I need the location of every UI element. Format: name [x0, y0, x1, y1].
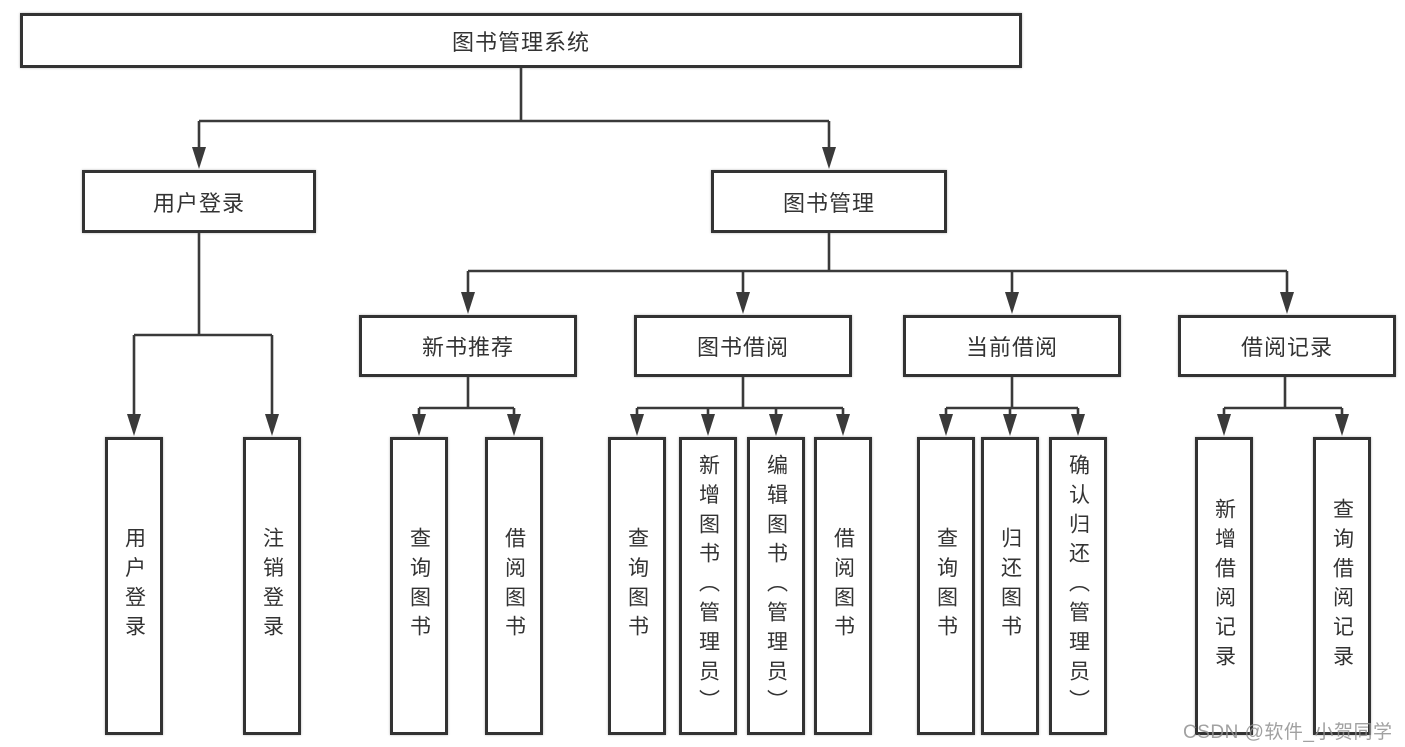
leaf-borrow-books-1-label: 借阅图书 — [502, 527, 526, 645]
node-current-borrow: 当前借阅 — [903, 315, 1121, 377]
leaf-edit-books-admin-label: 编辑图书（管理员） — [764, 453, 788, 719]
node-borrow-records-label: 借阅记录 — [1240, 335, 1333, 360]
node-user-login: 用户登录 — [82, 170, 316, 233]
leaf-return-books-label: 归还图书 — [998, 527, 1022, 645]
csdn-watermark: CSDN @软件_小贺同学 — [1183, 722, 1393, 743]
leaf-query-books-1: 查询图书 — [390, 437, 448, 735]
leaf-return-books: 归还图书 — [981, 437, 1039, 735]
leaf-query-books-2: 查询图书 — [608, 437, 666, 735]
leaf-add-borrow-record-label: 新增借阅记录 — [1212, 497, 1236, 675]
node-current-borrow-label: 当前借阅 — [965, 335, 1058, 360]
leaf-add-books-admin: 新增图书（管理员） — [679, 437, 737, 735]
leaf-user-login: 用户登录 — [105, 437, 163, 735]
leaf-query-borrow-record: 查询借阅记录 — [1313, 437, 1371, 735]
node-borrow-records: 借阅记录 — [1178, 315, 1396, 377]
leaf-logout-label: 注销登录 — [260, 527, 284, 645]
node-user-login-label: 用户登录 — [152, 190, 245, 216]
node-book-borrow-label: 图书借阅 — [696, 335, 789, 360]
leaf-confirm-return-admin: 确认归还（管理员） — [1049, 437, 1107, 735]
leaf-borrow-books-1: 借阅图书 — [485, 437, 543, 735]
leaf-query-books-2-label: 查询图书 — [625, 527, 649, 645]
node-new-book-recommend-label: 新书推荐 — [421, 335, 514, 360]
node-book-management: 图书管理 — [711, 170, 947, 233]
leaf-borrow-books-2-label: 借阅图书 — [831, 527, 855, 645]
leaf-edit-books-admin: 编辑图书（管理员） — [747, 437, 805, 735]
node-book-borrow: 图书借阅 — [634, 315, 852, 377]
node-book-management-label: 图书管理 — [782, 190, 875, 216]
node-root-library-system: 图书管理系统 — [20, 13, 1022, 68]
leaf-logout: 注销登录 — [243, 437, 301, 735]
leaf-borrow-books-2: 借阅图书 — [814, 437, 872, 735]
leaf-query-books-3: 查询图书 — [917, 437, 975, 735]
leaf-add-books-admin-label: 新增图书（管理员） — [696, 453, 720, 719]
leaf-query-books-1-label: 查询图书 — [407, 527, 431, 645]
node-root-label: 图书管理系统 — [451, 29, 590, 55]
leaf-query-books-3-label: 查询图书 — [934, 527, 958, 645]
leaf-add-borrow-record: 新增借阅记录 — [1195, 437, 1253, 735]
leaf-query-borrow-record-label: 查询借阅记录 — [1330, 497, 1354, 675]
node-new-book-recommend: 新书推荐 — [359, 315, 577, 377]
leaf-confirm-return-admin-label: 确认归还（管理员） — [1066, 453, 1090, 719]
leaf-user-login-label: 用户登录 — [122, 527, 146, 645]
